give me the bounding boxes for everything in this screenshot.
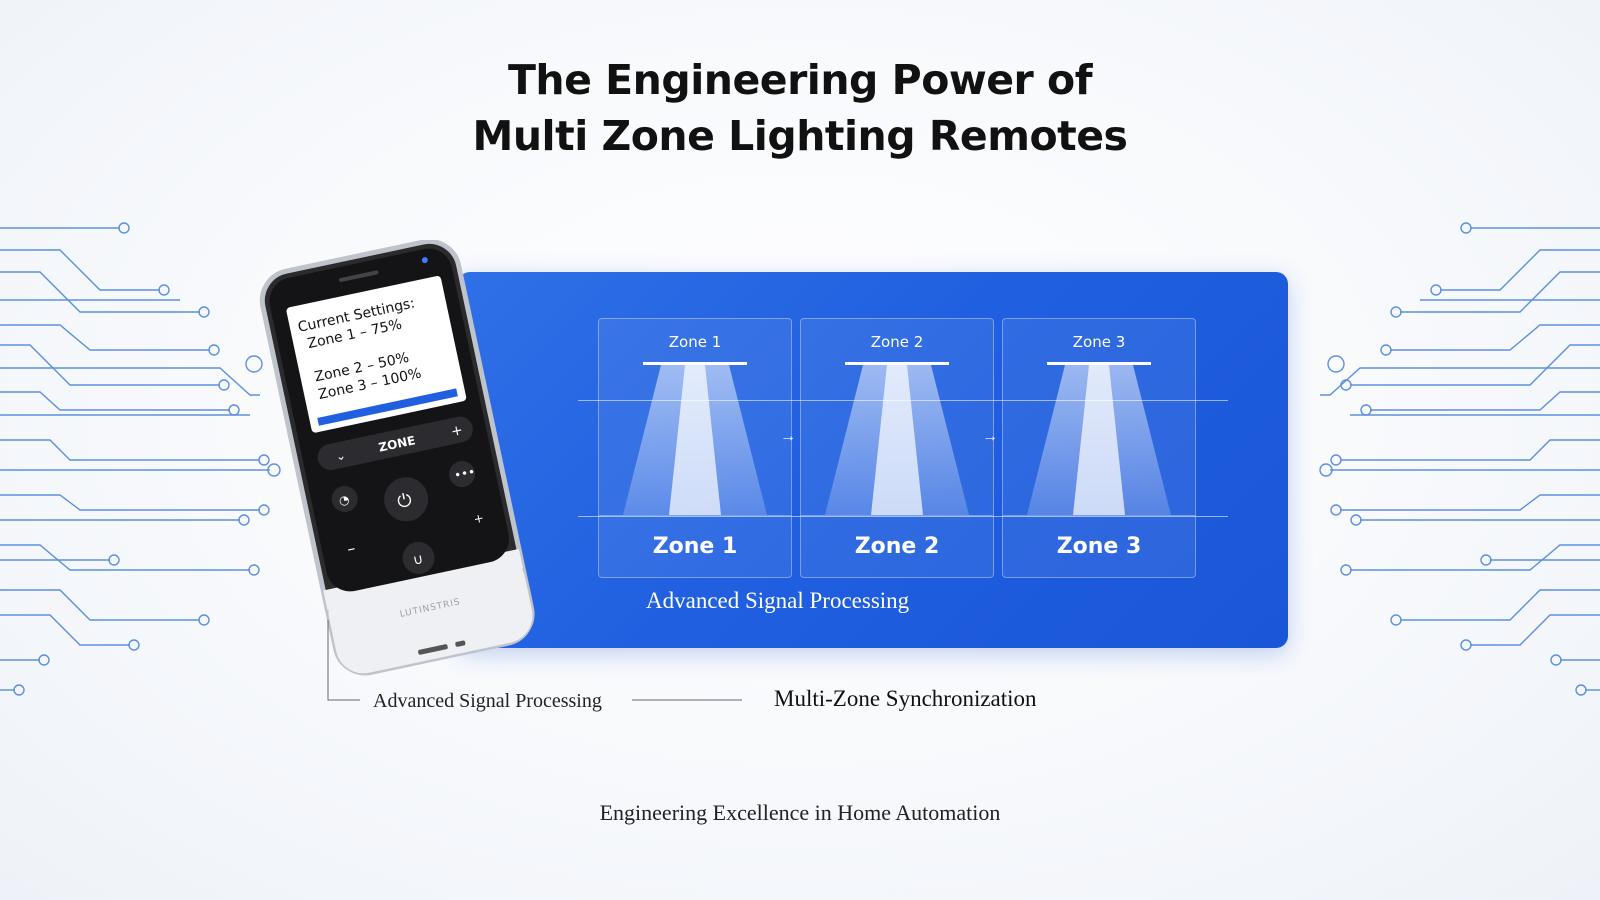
signal-processing-panel: Zone 1 Zone 1 → Zone 2 Zone 2 → Zone 3 bbox=[458, 272, 1288, 648]
zone-card-1: Zone 1 Zone 1 bbox=[598, 318, 792, 578]
timer-icon[interactable]: ◔ bbox=[338, 492, 351, 508]
zone-top-label: Zone 2 bbox=[870, 333, 924, 351]
spotlight-beam bbox=[1027, 365, 1171, 515]
title-line-2: Multi Zone Lighting Remotes bbox=[472, 112, 1128, 160]
zone-top-label: Zone 3 bbox=[1072, 333, 1126, 351]
small-plus-icon[interactable]: + bbox=[472, 511, 485, 527]
multi-zone-synchronization-label: Multi-Zone Synchronization bbox=[774, 686, 1037, 711]
plus-icon[interactable]: + bbox=[450, 422, 465, 440]
zone-card-2: Zone 2 Zone 2 bbox=[800, 318, 994, 578]
lamp-bar bbox=[1047, 362, 1151, 365]
right-circuit-traces bbox=[1319, 222, 1600, 696]
zone-card-3: Zone 3 Zone 3 bbox=[1002, 318, 1196, 578]
left-circuit-traces bbox=[0, 222, 281, 696]
zone-bottom-label: Zone 3 bbox=[1003, 515, 1195, 578]
lamp-bar bbox=[643, 362, 747, 365]
remote-control: Current Settings: Zone 1 – 75% Zone 2 – … bbox=[259, 240, 535, 676]
spotlight-beam bbox=[825, 365, 969, 515]
title-line-1: The Engineering Power of bbox=[507, 56, 1093, 104]
down-icon[interactable]: ∪ bbox=[411, 551, 424, 569]
advanced-signal-processing-label: Advanced Signal Processing bbox=[373, 690, 602, 712]
zone-bottom-label: Zone 1 bbox=[599, 515, 791, 578]
page-title: The Engineering Power of Multi Zone Ligh… bbox=[0, 52, 1600, 164]
panel-caption: Advanced Signal Processing bbox=[646, 588, 910, 613]
zone-bottom-label: Zone 2 bbox=[801, 515, 993, 578]
volume-down-icon[interactable]: ⌄ bbox=[334, 448, 347, 464]
arrow-right-icon: → bbox=[780, 428, 796, 445]
callout-lines bbox=[327, 620, 742, 701]
arrow-right-icon: → bbox=[982, 428, 998, 445]
power-icon[interactable]: ⏻ bbox=[395, 489, 413, 513]
zone-top-label: Zone 1 bbox=[668, 333, 722, 351]
signal-line-bottom bbox=[578, 516, 1228, 517]
spotlight-beam bbox=[623, 365, 767, 515]
footer-tagline: Engineering Excellence in Home Automatio… bbox=[599, 800, 1001, 825]
ellipsis-icon[interactable]: ••• bbox=[453, 464, 477, 482]
lamp-bar bbox=[845, 362, 949, 365]
minus-icon[interactable]: – bbox=[345, 538, 357, 558]
